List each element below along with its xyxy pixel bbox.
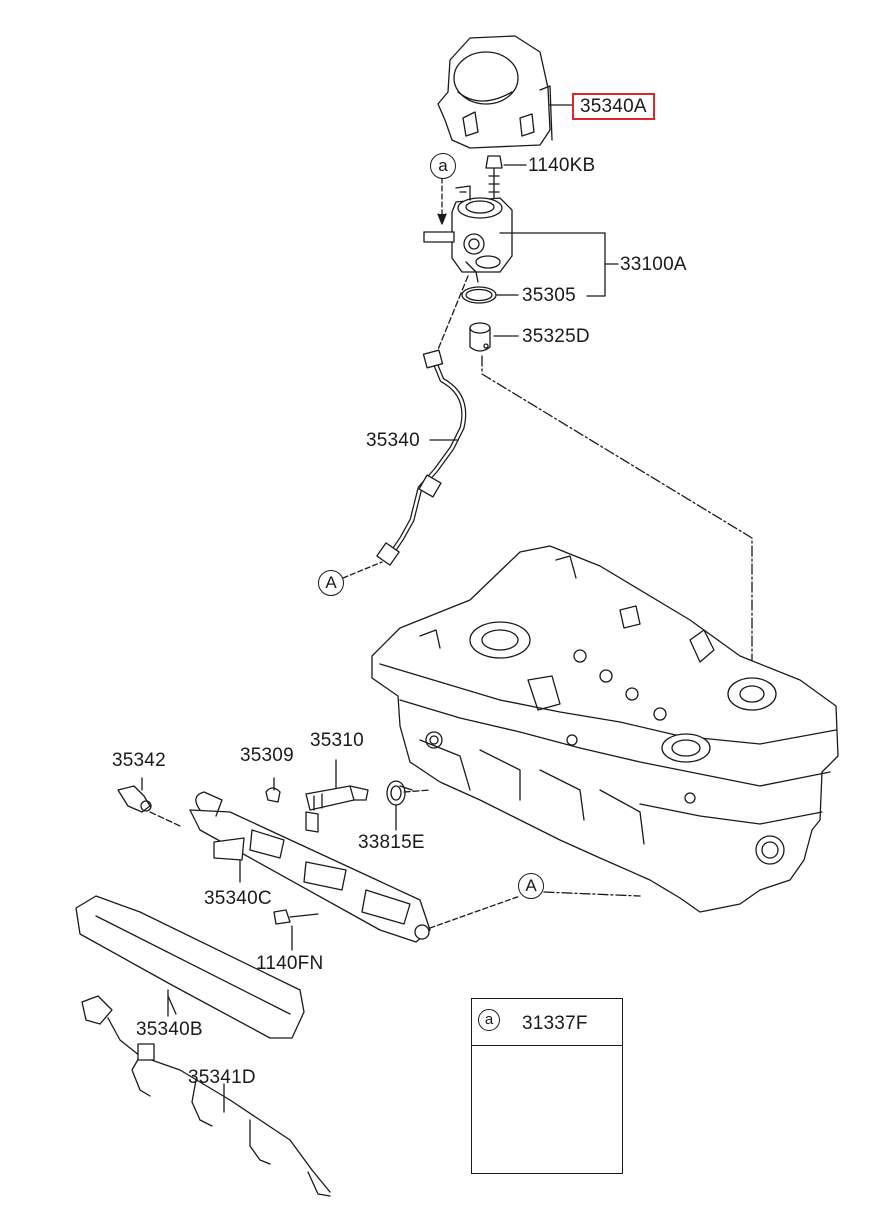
fuel-pipe-drawing <box>376 349 467 566</box>
ref-circle-A-left: A <box>318 570 344 596</box>
part-label-33100a[interactable]: 33100A <box>620 254 687 275</box>
bolt-1140fn-drawing <box>273 909 319 925</box>
cylinder-head-drawing <box>371 545 839 913</box>
legend-ref-circle: a <box>478 1009 500 1031</box>
part-label-35310[interactable]: 35310 <box>310 730 364 751</box>
ref-circle-a-upper: a <box>430 153 456 179</box>
legend-part-label-31337f[interactable]: 31337F <box>522 1013 588 1034</box>
part-label-35340c[interactable]: 35340C <box>204 888 272 909</box>
part-label-1140kb[interactable]: 1140KB <box>528 155 596 176</box>
part-label-35340[interactable]: 35340 <box>366 430 420 451</box>
bolt-1140kb-drawing <box>485 155 527 201</box>
legend-header: a 31337F <box>472 999 622 1046</box>
part-label-35340b[interactable]: 35340B <box>136 1019 203 1040</box>
tappet-drawing <box>469 322 491 352</box>
part-label-35340a[interactable]: 35340A <box>572 93 655 120</box>
fuel-rail-cover-drawing <box>75 895 305 1039</box>
part-label-35305[interactable]: 35305 <box>522 285 576 306</box>
pump-cover-drawing <box>437 35 553 149</box>
part-label-33815e[interactable]: 33815E <box>358 832 425 853</box>
wiring-harness-drawing <box>81 995 331 1197</box>
legend-box: a 31337F <box>471 998 623 1174</box>
high-pressure-pump-drawing <box>423 185 513 283</box>
clip-drawing <box>265 787 281 803</box>
part-label-1140fn[interactable]: 1140FN <box>256 953 324 974</box>
part-label-35341d[interactable]: 35341D <box>188 1067 256 1088</box>
part-label-35309[interactable]: 35309 <box>240 745 294 766</box>
delivery-pipe-drawing <box>189 791 431 943</box>
pressure-sensor-drawing <box>117 785 152 813</box>
part-label-35342[interactable]: 35342 <box>112 750 166 771</box>
part-label-35325d[interactable]: 35325D <box>522 326 590 347</box>
o-ring-drawing <box>461 286 497 304</box>
injector-drawing <box>305 785 369 833</box>
ref-circle-A-right: A <box>518 873 544 899</box>
seal-drawing <box>386 780 406 806</box>
